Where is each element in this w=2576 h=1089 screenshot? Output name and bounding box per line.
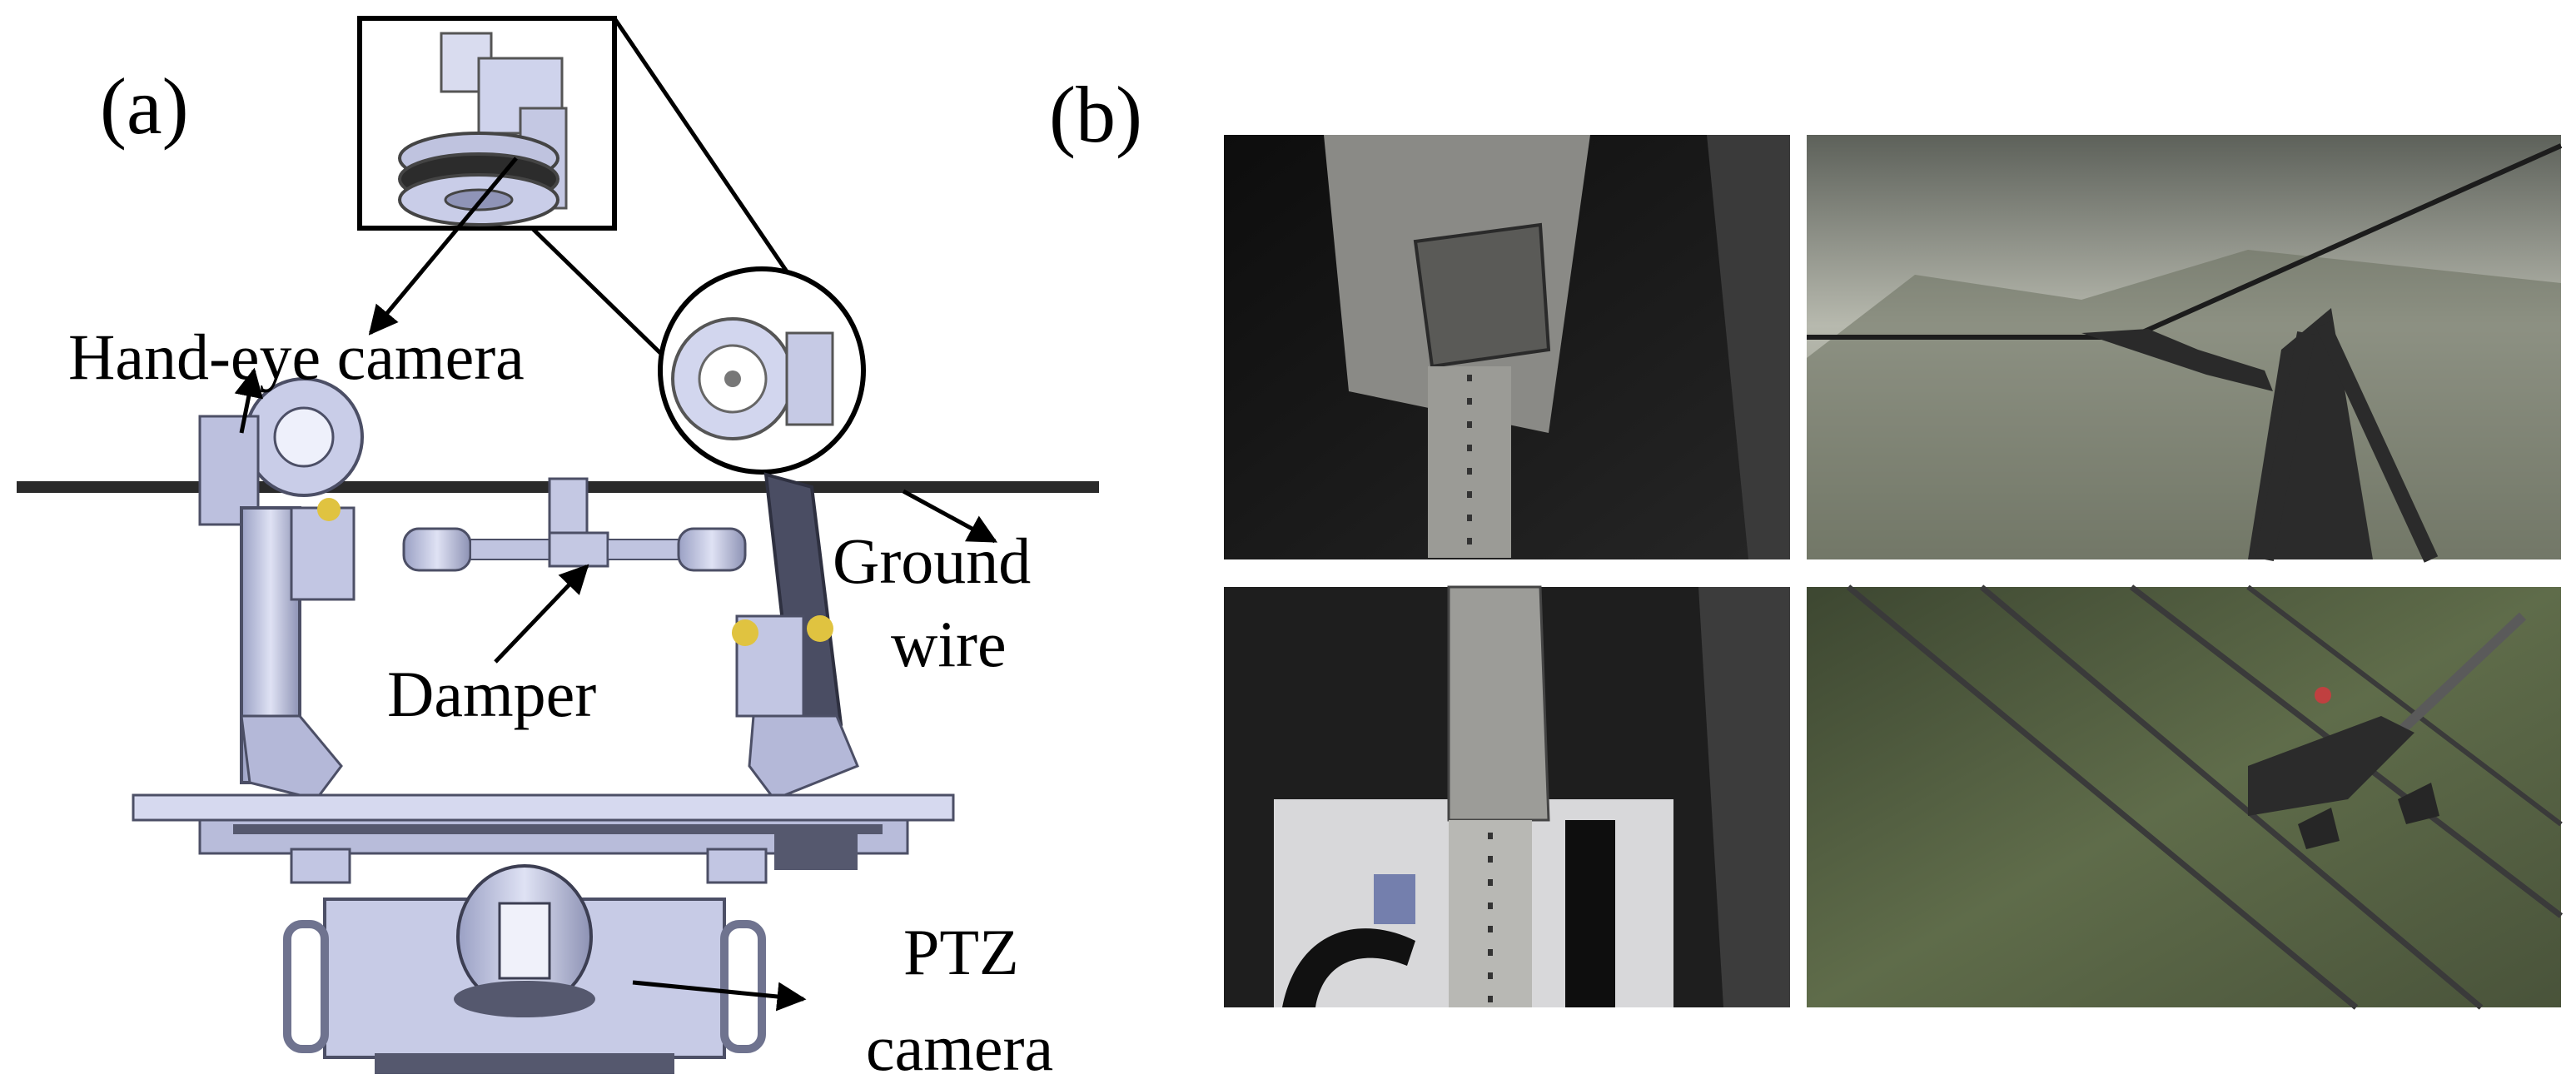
- arrow-hand-eye-to-arm: [234, 367, 263, 434]
- arrow-hand-eye-camera: [368, 157, 518, 336]
- photo-forest-insulator: [1807, 584, 2564, 1010]
- hand-eye-camera-inset: [357, 16, 617, 231]
- panel-b: (b): [1049, 70, 2564, 1010]
- arrow-ground-wire: [902, 489, 998, 544]
- ptz-camera-label-line1: PTZ: [903, 916, 1019, 988]
- right-arm: [732, 472, 859, 801]
- damper: [402, 477, 747, 572]
- left-arm: [198, 377, 364, 801]
- photo-hand-eye-view-2: [1224, 585, 1790, 1007]
- photo-sky-tower-1: [1807, 135, 2563, 563]
- ground-wire-label-line1: Ground: [833, 525, 1031, 597]
- panel-a: (a): [17, 16, 1099, 1084]
- arrow-ptz-camera: [632, 980, 807, 1012]
- panel-b-label: (b): [1049, 70, 1142, 159]
- ptz-camera-label-line2: camera: [866, 1012, 1053, 1084]
- zoom-circle: [658, 266, 866, 475]
- panel-a-label: (a): [100, 62, 189, 151]
- base-rail: [132, 793, 955, 884]
- damper-label: Damper: [387, 658, 596, 730]
- left-roller-accent: [317, 498, 341, 521]
- photo-hand-eye-view-1: [1224, 135, 1790, 559]
- arrow-damper: [494, 564, 589, 664]
- ptz-camera-unit: [283, 864, 766, 1074]
- hand-eye-camera-label: Hand-eye camera: [68, 321, 525, 393]
- ground-wire-label-line2: wire: [891, 608, 1007, 680]
